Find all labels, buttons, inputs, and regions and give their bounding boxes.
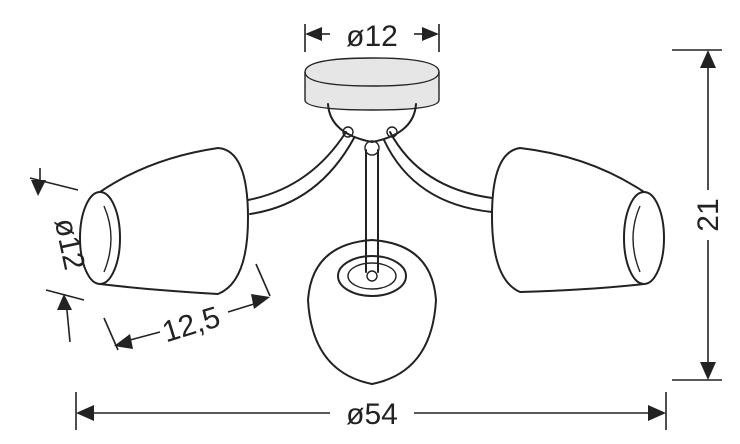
overall-diameter-label: ø54 (346, 398, 398, 431)
arrow-right-icon (251, 294, 270, 309)
ceiling-canopy (304, 57, 440, 143)
arrow-up-icon (57, 294, 72, 310)
arrow-right-icon (422, 27, 439, 41)
dimension-shade-length: 12,5 (103, 263, 271, 351)
arrow-left-icon (114, 334, 133, 349)
arrow-left-icon (305, 27, 322, 41)
dimension-shade-diameter: ø12 (29, 168, 91, 343)
overall-height-label: 21 (692, 198, 725, 231)
arrow-right-icon (648, 405, 666, 421)
arrow-up-icon (700, 50, 716, 68)
dimension-overall-diameter: ø54 (75, 392, 667, 431)
center-lamp-shade (307, 239, 437, 385)
dimension-canopy-diameter: ø12 (304, 20, 440, 53)
shade-length-label: 12,5 (158, 301, 223, 350)
arrow-down-icon (700, 362, 716, 380)
right-lamp-shade (491, 147, 665, 293)
shade-diameter-label: ø12 (48, 215, 91, 272)
dimension-overall-height: 21 (672, 49, 725, 381)
lamp-arms (247, 126, 493, 273)
canopy-diameter-label: ø12 (346, 20, 398, 53)
arrow-left-icon (76, 405, 94, 421)
arrow-down-icon (31, 180, 46, 196)
left-lamp-shade (79, 147, 249, 295)
